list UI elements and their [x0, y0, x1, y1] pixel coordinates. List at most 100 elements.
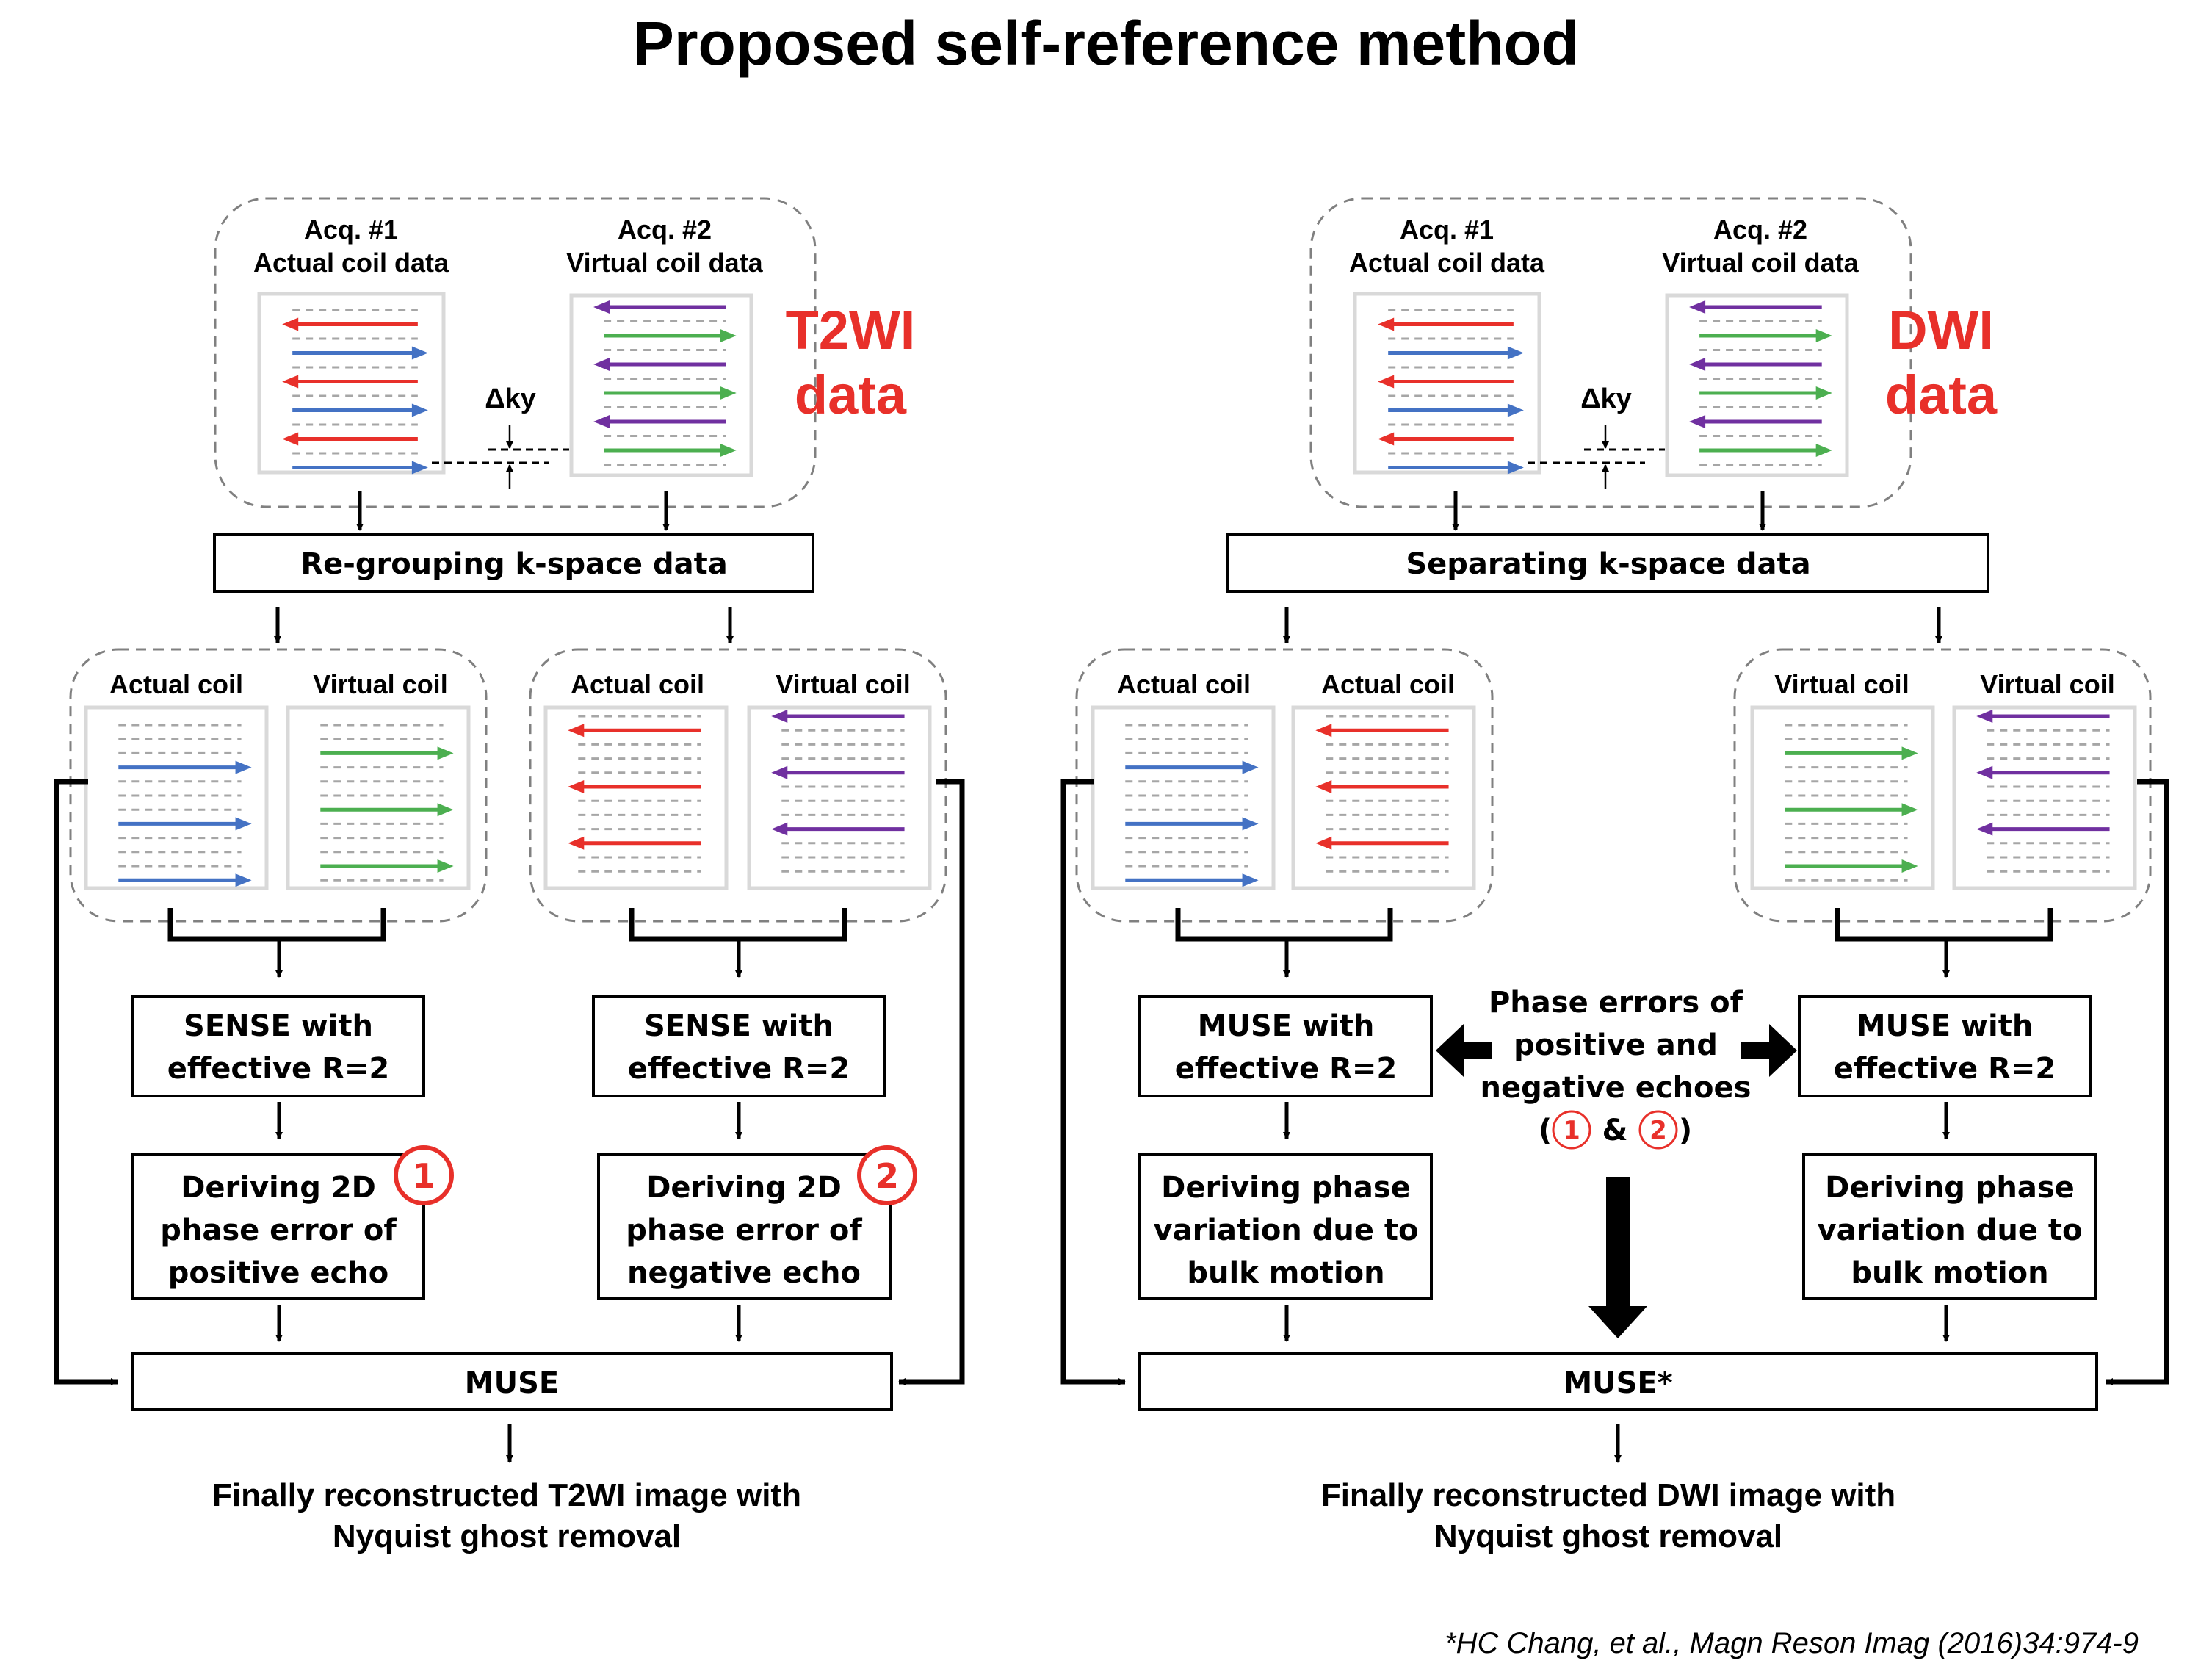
muse-r2-box-2 [1798, 995, 2092, 1097]
muse-r2-box-2-line2: effective R=2 [1834, 1052, 2056, 1086]
arrowhead-right-icon [720, 329, 737, 342]
arrowhead-right-icon [235, 873, 252, 887]
kspace-panel-frame [1665, 293, 1849, 477]
kspace-panel-frame [1750, 705, 1935, 890]
dwi-delta-ky-indicator: Δky [1528, 383, 1665, 489]
merge-bracket [629, 908, 847, 942]
arrowhead-right-icon [411, 461, 428, 475]
merge-bracket [1175, 908, 1393, 942]
dwi-acq2-kspace-panel [1665, 293, 1849, 477]
arrowhead-right-icon [720, 386, 737, 400]
derive-positive-line1: Deriving 2D [181, 1171, 376, 1205]
arrowhead-right-icon [1507, 403, 1524, 417]
phase-errors-line2: positive and [1514, 1028, 1718, 1062]
derive-positive-line3: positive echo [168, 1256, 388, 1290]
phase-errors-callout: Phase errors of positive and negative ec… [1481, 986, 1751, 1150]
t2wi-group2-panel-b [747, 705, 932, 890]
t2wi-group1-label-b: Virtual coil [313, 669, 447, 699]
arrowhead-left-icon [593, 358, 610, 371]
t2wi-acq2-title: Acq. #2 [618, 214, 712, 245]
dwi-acq2-title: Acq. #2 [1713, 214, 1807, 245]
dwi-virtual-group [1733, 648, 2152, 923]
dwi-group1-panel-b [1291, 705, 1476, 890]
arrowhead-right-icon [1507, 346, 1524, 360]
t2wi-result-line2: Nyquist ghost removal [333, 1518, 681, 1554]
arrowhead-left-icon [1689, 358, 1706, 371]
t2wi-negative-group [529, 648, 947, 923]
t2wi-group1-panel-a [84, 705, 269, 890]
t2wi-group2-panel-a [543, 705, 729, 890]
arrowhead-left-icon [1315, 780, 1332, 793]
muse-r2-box-1-line2: effective R=2 [1175, 1052, 1397, 1086]
arrowhead-right-icon [411, 403, 428, 417]
dwi-acq1-subtitle: Actual coil data [1349, 248, 1545, 278]
regroup-step-box [213, 533, 814, 593]
block-arrow-right [1741, 1024, 1797, 1077]
arrowhead-left-icon [1378, 432, 1395, 446]
dwi-pipeline: Acq. #1 Actual coil data Acq. #2 Virtual… [1060, 197, 2169, 1554]
t2wi-acquisition-group [214, 197, 817, 508]
t2wi-pipeline: Acq. #1 Actual coil data Acq. #2 Virtual… [54, 197, 965, 1554]
feed-line-left [1060, 779, 1126, 1385]
block-arrow-left [1436, 1024, 1492, 1077]
t2wi-acq1-kspace-panel [257, 292, 446, 475]
arrowhead-right-icon [1815, 386, 1832, 400]
merge-bracket [167, 908, 386, 942]
arrowhead-right-icon [1901, 859, 1918, 873]
derive-motion-box-2 [1802, 1153, 2097, 1300]
sense-box-1 [131, 995, 425, 1097]
t2wi-acq2-kspace-panel [569, 293, 753, 477]
derive-motion-2-line2: variation due to [1818, 1214, 2083, 1247]
kspace-panel-frame [286, 705, 471, 890]
arrowhead-right-icon [437, 859, 454, 873]
arrowhead-left-icon [568, 780, 585, 793]
arrowhead-right-icon [1507, 461, 1524, 475]
arrowhead-right-icon [1242, 873, 1259, 887]
arrowhead-left-icon [1315, 836, 1332, 850]
derive-motion-1-line3: bulk motion [1187, 1256, 1384, 1290]
phase-errors-open-paren: ( [1539, 1114, 1552, 1147]
arrowhead-right-icon [1242, 760, 1259, 774]
dwi-actual-group [1075, 648, 1494, 923]
t2wi-group1-label-a: Actual coil [109, 669, 243, 699]
derive-positive-line2: phase error of [160, 1214, 397, 1247]
dwi-group2-panel-a [1750, 705, 1935, 890]
dwi-group1-label-a: Actual coil [1117, 669, 1251, 699]
t2wi-delta-ky-indicator: Δky [432, 383, 569, 489]
derive-negative-line1: Deriving 2D [646, 1171, 842, 1205]
arrowhead-right-icon [1815, 329, 1832, 342]
arrowhead-left-icon [1976, 822, 1993, 836]
phase-errors-close-paren: ) [1679, 1114, 1692, 1147]
dwi-data-label-line2: data [1885, 364, 1998, 425]
t2wi-positive-group [69, 648, 488, 923]
dwi-acquisition-group [1309, 197, 1912, 508]
derive-motion-box-1 [1138, 1153, 1433, 1300]
derive-motion-1-line1: Deriving phase [1161, 1171, 1411, 1205]
muse-r2-box-2-line1: MUSE with [1857, 1009, 2034, 1043]
arrowhead-right-icon [1242, 817, 1259, 831]
t2wi-group2-label-a: Actual coil [571, 669, 704, 699]
sense-box-2 [592, 995, 886, 1097]
phase-errors-line1: Phase errors of [1489, 986, 1743, 1020]
t2wi-acq1-title: Acq. #1 [304, 214, 398, 245]
derive-box-negative [597, 1153, 892, 1300]
arrowhead-left-icon [1378, 375, 1395, 389]
feed-line-right [2106, 779, 2169, 1385]
t2wi-delta-ky-label: Δky [485, 383, 536, 414]
dwi-acq1-title: Acq. #1 [1400, 214, 1494, 245]
arrowhead-left-icon [593, 300, 610, 314]
dwi-delta-ky-label: Δky [1580, 383, 1632, 414]
arrowhead-left-icon [568, 724, 585, 738]
t2wi-data-label-line2: data [795, 364, 907, 425]
phase-errors-ampersand: & [1602, 1114, 1628, 1147]
arrowhead-right-icon [1901, 746, 1918, 760]
arrowhead-left-icon [1689, 300, 1706, 314]
derive-box-positive [131, 1153, 425, 1300]
muse-r2-box-1-line1: MUSE with [1198, 1009, 1375, 1043]
kspace-panel-frame [747, 705, 932, 890]
kspace-panel-frame [84, 705, 269, 890]
arrowhead-left-icon [593, 415, 610, 428]
arrowhead-left-icon [1689, 415, 1706, 428]
arrowhead-left-icon [771, 765, 788, 779]
